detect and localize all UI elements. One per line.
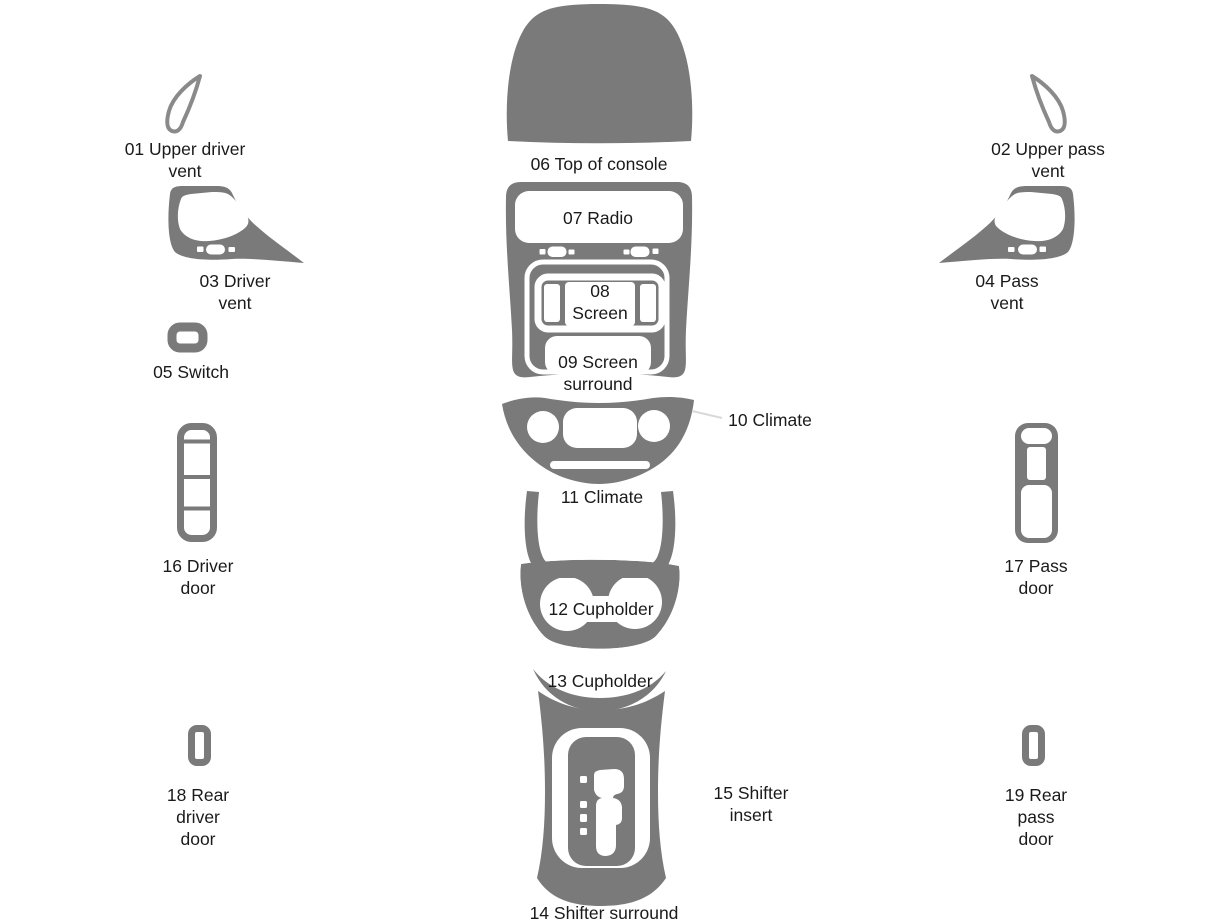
radio-cutout: [515, 191, 683, 243]
screen-bezel-ring: [534, 273, 666, 333]
upper-pass-vent-shape: [1030, 74, 1067, 134]
label-upper-driver-vent: 01 Upper driver vent: [124, 139, 246, 181]
label-screen-surround: 09 Screen surround: [558, 352, 638, 394]
label-top-of-console: 06 Top of console: [530, 154, 668, 174]
label-screen: 08 Screen: [572, 281, 628, 323]
climate-center-cutout: [563, 408, 637, 448]
screen-left-cutout: [544, 284, 560, 322]
cupholder-upper-shape: [520, 559, 680, 649]
label-rear-pass-door: 19 Rear pass door: [1004, 785, 1068, 849]
rear-pass-door-shape: [1022, 725, 1045, 766]
climate-panel-shape: [502, 396, 694, 484]
label-radio: 07 Radio: [562, 208, 634, 228]
label-cupholder-upper: 12 Cupholder: [548, 599, 654, 619]
upper-driver-vent-shape: [165, 74, 202, 134]
label-upper-pass-vent: 02 Upper pass vent: [991, 139, 1105, 181]
label-climate-surround: 11 Climate: [560, 487, 644, 507]
label-driver-door: 16 Driver door: [162, 556, 234, 598]
shifter-gate-marks: [580, 776, 587, 835]
cupholder-lower-shape: [533, 669, 666, 711]
label-shifter-surround: 14 Shifter surround: [529, 903, 679, 921]
screen-cutout: [565, 282, 635, 326]
driver-door-shape: [177, 423, 217, 542]
label-pass-vent: 04 Pass vent: [975, 271, 1039, 313]
screen-right-cutout: [640, 284, 656, 322]
shifter-gate-cutout: [594, 769, 624, 856]
shifter-surround-shape: [537, 691, 666, 906]
label-cupholder-lower: 13 Cupholder: [547, 671, 653, 691]
screen-surround-cutout: [545, 336, 651, 374]
climate-slot-cutout: [550, 461, 650, 469]
climate-leader-line: [691, 410, 723, 419]
switch-shape: [167, 322, 208, 353]
climate-left-knob-cutout: [527, 411, 559, 443]
label-switch: 05 Switch: [153, 362, 229, 382]
pass-vent-shape: [939, 186, 1075, 263]
label-shifter-insert: 15 Shifter insert: [713, 783, 789, 825]
label-rear-driver-door: 18 Rear driver door: [166, 785, 230, 849]
driver-vent-shape: [168, 186, 304, 263]
rear-driver-door-shape: [188, 725, 211, 766]
top-of-console-shape: [506, 4, 693, 144]
label-pass-door: 17 Pass door: [1004, 556, 1068, 598]
label-driver-vent: 03 Driver vent: [199, 271, 271, 313]
console-button-cutouts: [539, 246, 659, 257]
label-climate-panel: 10 Climate: [728, 410, 812, 430]
climate-right-knob-cutout: [638, 410, 670, 442]
console-stack-panel: [505, 182, 693, 378]
pass-door-shape: [1015, 423, 1058, 543]
